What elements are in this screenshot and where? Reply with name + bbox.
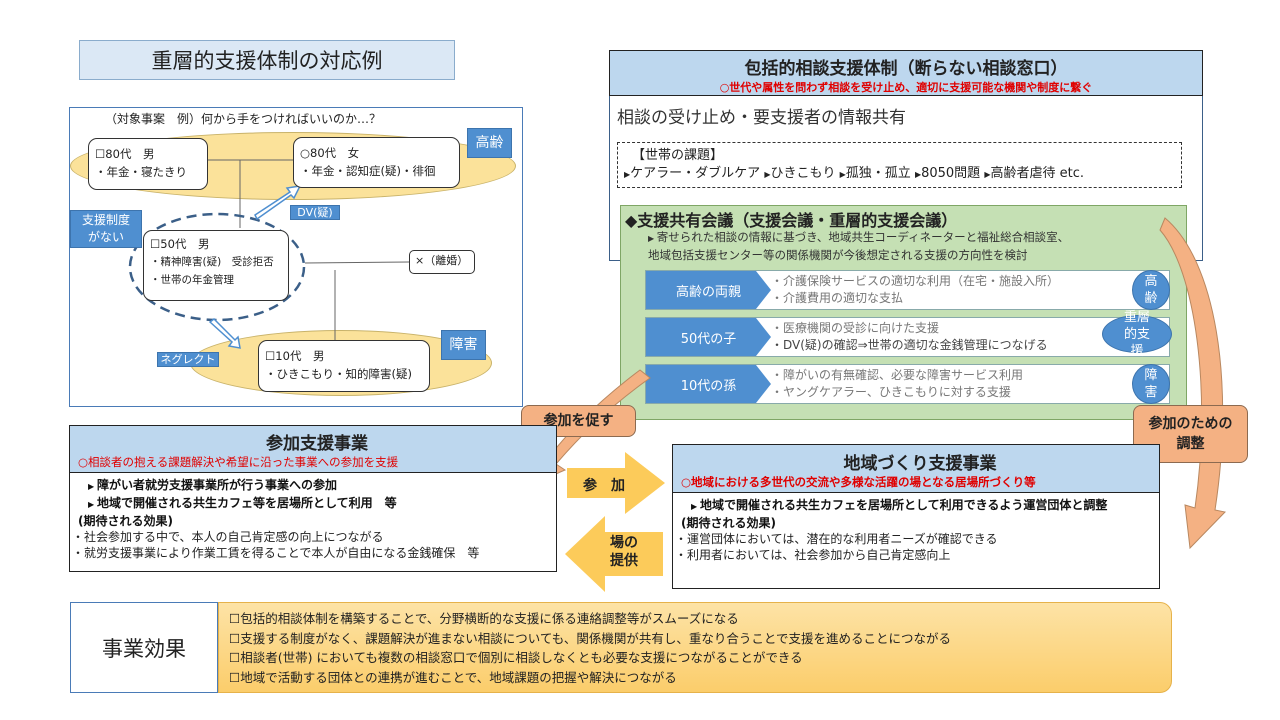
meeting-row-parents: 高齢の両親・介護保険サービスの適切な利用（在宅・施設入所） ・介護費用の適切な支払 xyxy=(645,270,1170,310)
tag-disability: 障害 xyxy=(441,330,486,360)
effect-item: ・運営団体においては、潜在的な利用者ニーズが確認できる xyxy=(675,532,998,546)
effect-item: ・就労支援事業により作業工賃を得ることで本人が自由になる金銭確保 等 xyxy=(72,546,480,560)
person-detail: ・世帯の年金管理 xyxy=(150,274,234,286)
person-detail: ・ひきこもり・知的障害(疑) xyxy=(265,367,412,381)
community-panel: 地域づくり支援事業 ○地域における多世代の交流や多様な活躍の場となる居場所づくり… xyxy=(672,444,1160,589)
community-subtitle: ○地域における多世代の交流や多様な活躍の場となる居場所づくり等 xyxy=(681,475,1036,489)
row-line: ・障がいの有無確認、必要な障害サービス利用 xyxy=(771,368,1024,382)
consult-header: 包括的相談支援体制（断らない相談窓口） ○世代や属性を問わず相談を受け止め、適切… xyxy=(609,50,1203,96)
row-line: ・介護保険サービスの適切な利用（在宅・施設入所） xyxy=(771,274,1060,288)
meeting-row-grandchild: 10代の孫・障がいの有無確認、必要な障害サービス利用・ヤングケアラー、ひきこもり… xyxy=(645,364,1170,404)
household-issues: 【世帯の課題】 ▶ケアラー・ダブルケア ▶ひきこもり ▶孤独・孤立 ▶8050問… xyxy=(617,142,1182,188)
effects-list: ☐包括的相談体制を構築することで、分野横断的な支援に係る連絡調整等がスムーズにな… xyxy=(218,602,1172,693)
participation-panel: 参加支援事業 ○相談者の抱える課題解決や希望に沿った事業への参加を支援 ▶ 障が… xyxy=(69,425,557,572)
effect-item: ・利用者においては、社会参加から自己肯定感向上 xyxy=(675,548,951,562)
badge-elderly: 高齢 xyxy=(1132,270,1170,310)
issue-item: ひきこもり xyxy=(770,166,836,181)
effect-item: ☐支援する制度がなく、課題解決が進まない相談についても、関係機関が共有し、重なり… xyxy=(229,630,951,646)
meeting-title: ◆支援共有会議（支援会議・重層的支援会議） xyxy=(625,211,958,230)
issue-item: 高齢者虐待 etc. xyxy=(990,166,1084,181)
page-title: 重層的支援体制の対応例 xyxy=(79,40,455,80)
tag-no-support-system: 支援制度がない xyxy=(70,210,142,248)
meeting-desc-line: 地域包括支援センター等の関係機関が今後想定される支援の方向性を検討 xyxy=(648,248,1028,262)
tag-elderly: 高齢 xyxy=(467,128,512,158)
person-10s-male: ☐10代 男・ひきこもり・知的障害(疑) xyxy=(258,340,430,392)
effect-item: ・社会参加する中で、本人の自己肯定感の向上につながる xyxy=(72,530,384,544)
issue-item: 8050問題 xyxy=(921,166,981,181)
meeting-desc: ▶ 寄せられた相談の情報に基づき、地域共生コーディネーターと福祉総合相談室、 地… xyxy=(648,230,1070,262)
consult-lead: 相談の受け止め・要支援者の情報共有 xyxy=(617,108,906,128)
participation-title: 参加支援事業 xyxy=(266,434,368,454)
place-arrow-icon xyxy=(565,516,663,592)
effect-item: ☐包括的相談体制を構築することで、分野横断的な支援に係る連絡調整等がスムーズにな… xyxy=(229,611,739,626)
person-80s-male: ☐80代 男・年金・寝たきり xyxy=(88,138,208,190)
adjust-arrow-icon xyxy=(1159,217,1226,550)
badge-disability: 障害 xyxy=(1132,364,1170,404)
join-label: 参 加 xyxy=(583,478,625,494)
participation-item: 地域で開催される共生カフェ等を居場所として利用 等 xyxy=(96,496,397,510)
row-line: ・DV(疑)の確認⇒世帯の適切な金銭管理につなげる xyxy=(771,338,1048,352)
meeting-row-child: 50代の子・医療機関の受診に向けた支援・DV(疑)の確認⇒世帯の適切な金銭管理に… xyxy=(645,317,1170,357)
row-line: ・介護費用の適切な支払 xyxy=(771,291,904,305)
person-title: ☐80代 男 xyxy=(95,147,155,161)
case-panel xyxy=(69,107,523,407)
row-label: 10代の孫 xyxy=(646,365,771,403)
case-connectors xyxy=(128,159,410,349)
neglect-label: ネグレクト xyxy=(157,352,219,367)
person-title: ○80代 女 xyxy=(300,146,360,160)
community-title: 地域づくり支援事業 xyxy=(843,454,997,474)
meeting-desc-line: 寄せられた相談の情報に基づき、地域共生コーディネーターと福祉総合相談室、 xyxy=(656,230,1070,244)
person-title: ☐50代 男 xyxy=(150,237,210,251)
row-line: ・ヤングケアラー、ひきこもりに対する支援 xyxy=(771,385,1011,399)
person-title: ☐10代 男 xyxy=(265,349,325,363)
issues-title: 【世帯の課題】 xyxy=(632,148,724,163)
place-provision-label: 場の提供 xyxy=(610,535,638,569)
dv-label: DV(疑) xyxy=(290,205,340,220)
community-item: 地域で開催される共生カフェを居場所として利用できるよう運営団体と調整 xyxy=(699,498,1108,512)
effect-item: ☐地域で活動する団体との連携が進むことで、地域課題の把握や解決につながる xyxy=(229,669,677,685)
effects-label: 事業効果 xyxy=(70,602,218,693)
effect-item: ☐相談者(世帯) においても複数の相談窓口で個別に相談しなくとも必要な支援につな… xyxy=(229,650,803,665)
divorce-box: ×（離婚） xyxy=(409,250,475,274)
participation-item: 障がい者就労支援事業所が行う事業への参加 xyxy=(96,478,337,492)
person-detail: ・年金・寝たきり xyxy=(95,165,187,179)
consult-title: 包括的相談支援体制（断らない相談窓口） xyxy=(744,59,1068,79)
person-detail: ・年金・認知症(疑)・徘徊 xyxy=(300,164,436,178)
participation-subtitle: ○相談者の抱える課題解決や希望に沿った事業への参加を支援 xyxy=(78,455,399,469)
row-line: ・医療機関の受診に向けた支援 xyxy=(771,321,940,335)
row-label: 高齢の両親 xyxy=(646,271,771,309)
case-heading: （対象事案 例）何から手をつければいいのか…？ xyxy=(105,112,382,126)
issue-item: ケアラー・ダブルケア xyxy=(630,166,761,181)
effect-title: (期待される効果) xyxy=(78,514,173,528)
join-arrow-icon xyxy=(567,452,665,514)
person-detail: ・精神障害(疑) 受診拒否 xyxy=(150,256,274,268)
row-label: 50代の子 xyxy=(646,318,771,356)
issue-item: 孤独・孤立 xyxy=(845,166,911,181)
person-80s-female: ○80代 女・年金・認知症(疑)・徘徊 xyxy=(293,137,460,188)
consult-subtitle: ○世代や属性を問わず相談を受け止め、適切に支援可能な機関や制度に繋ぐ xyxy=(719,81,1093,94)
effect-title: (期待される効果) xyxy=(681,516,776,530)
person-50s-male: ☐50代 男・精神障害(疑) 受診拒否・世帯の年金管理 xyxy=(143,230,289,301)
